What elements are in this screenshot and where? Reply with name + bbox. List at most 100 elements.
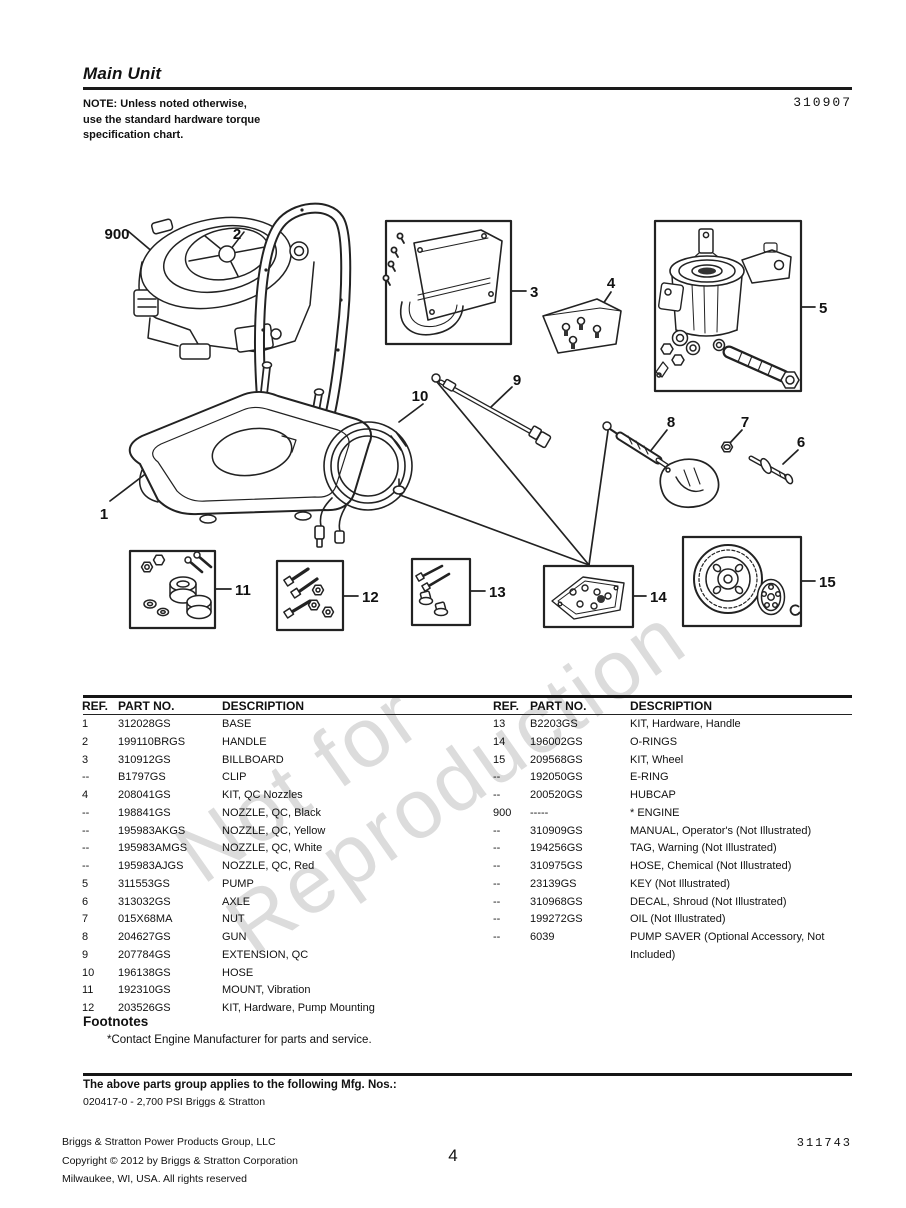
cell-desc: E-RING [630, 771, 669, 784]
cell-ref: -- [82, 824, 90, 837]
cell-ref: -- [82, 806, 90, 819]
title-rule [83, 87, 852, 90]
cell-ref: -- [493, 771, 501, 784]
hose-illustration [314, 421, 413, 548]
cell-ref: 11 [82, 984, 94, 997]
cell-ref: 5 [82, 877, 89, 890]
cell-ref: -- [493, 913, 501, 926]
cell-desc: KIT, QC Nozzles [222, 789, 303, 801]
cell-part: B2203GS [530, 718, 578, 730]
cell-desc: NOZZLE, QC, Red [222, 860, 315, 872]
cell-part: 310909GS [530, 824, 583, 837]
cell-ref: 15 [493, 753, 506, 766]
cell-part: 015X68MA [118, 913, 173, 926]
footer-line: Copyright © 2012 by Briggs & Stratton Co… [62, 1154, 298, 1167]
cell-part: B1797GS [118, 771, 166, 784]
cell-ref: -- [82, 860, 90, 872]
mfg-heading: The above parts group applies to the fol… [83, 1079, 397, 1091]
callout-900: 900 [104, 226, 129, 243]
cell-desc: NOZZLE, QC, Yellow [222, 824, 326, 837]
cell-part: 6039 [530, 931, 555, 943]
orings-box [542, 564, 635, 629]
torque-note-line: specification chart. [83, 129, 184, 141]
cell-desc: MOUNT, Vibration [222, 984, 311, 997]
footer-line: Briggs & Stratton Power Products Group, … [62, 1136, 276, 1148]
cell-desc: * ENGINE [630, 806, 680, 819]
cell-desc: HANDLE [222, 735, 267, 748]
callout-labels: 900 2 1 3 4 5 6 7 8 9 10 11 12 13 14 15 [100, 226, 836, 606]
cell-ref: 9 [82, 948, 89, 961]
mount-kit-box [128, 549, 217, 630]
cell-desc: EXTENSION, QC [222, 948, 309, 961]
parts-table-left-header: REF. PART NO. DESCRIPTION [82, 698, 460, 714]
cell-desc: DECAL, Shroud (Not Illustrated) [630, 895, 787, 908]
footer-copyright: Briggs & Stratton Power Products Group, … [62, 1133, 298, 1189]
cell-part: 313032GS [118, 895, 171, 908]
torque-note-line: NOTE: Unless noted otherwise, [83, 98, 247, 110]
cell-ref: -- [82, 771, 90, 784]
axle-illustration [748, 455, 794, 485]
cell-part: 196138GS [118, 966, 171, 979]
cell-desc: NUT [222, 913, 245, 926]
callout-13: 13 [489, 584, 506, 601]
callout-4: 4 [607, 275, 616, 292]
form-number: 311743 [796, 1136, 852, 1150]
document-number: 310907 [793, 95, 852, 110]
cell-desc: HUBCAP [630, 789, 676, 801]
cell-part: 209568GS [530, 753, 583, 766]
cell-part: 203526GS [118, 1002, 171, 1014]
callout-9: 9 [513, 372, 521, 389]
cell-desc: AXLE [222, 895, 251, 908]
callout-15: 15 [819, 574, 836, 591]
cell-ref: 14 [493, 735, 506, 748]
engine-illustration [133, 216, 315, 360]
callout-8: 8 [667, 414, 675, 431]
torque-note-line: use the standard hardware torque [83, 113, 261, 126]
cell-ref: -- [493, 895, 501, 908]
cell-desc: PUMP SAVER (Optional Accessory, Not Incl… [630, 931, 825, 961]
cell-desc: CLIP [222, 771, 247, 784]
cell-part: 196002GS [530, 735, 583, 748]
cell-desc: GUN [222, 931, 247, 943]
header-desc: DESCRIPTION [630, 699, 713, 713]
cell-ref: -- [493, 824, 501, 837]
cell-part: 311553GS [118, 877, 170, 890]
cell-desc: NOZZLE, QC, Black [222, 806, 322, 819]
base-illustration [128, 361, 373, 524]
cell-ref: 4 [82, 789, 89, 801]
cell-desc: HOSE, Chemical (Not Illustrated) [630, 860, 792, 872]
footnotes-heading: Footnotes [83, 1014, 149, 1029]
cell-ref: 3 [82, 753, 89, 766]
callout-12: 12 [362, 589, 379, 606]
table-top-rule [83, 695, 852, 698]
cell-ref: 1 [82, 718, 89, 730]
cell-part: 312028GS [118, 718, 171, 730]
cell-desc: KIT, Hardware, Handle [630, 718, 741, 730]
callout-14: 14 [650, 589, 667, 606]
callout-10: 10 [412, 388, 429, 405]
table-row: -- B1797GS CLIP [82, 769, 460, 787]
mfg-value: 020417-0 - 2,700 PSI Briggs & Stratton [83, 1096, 266, 1108]
cell-part: 310912GS [118, 753, 171, 766]
cell-part: 310975GS [530, 860, 583, 872]
cell-ref: -- [82, 842, 90, 855]
